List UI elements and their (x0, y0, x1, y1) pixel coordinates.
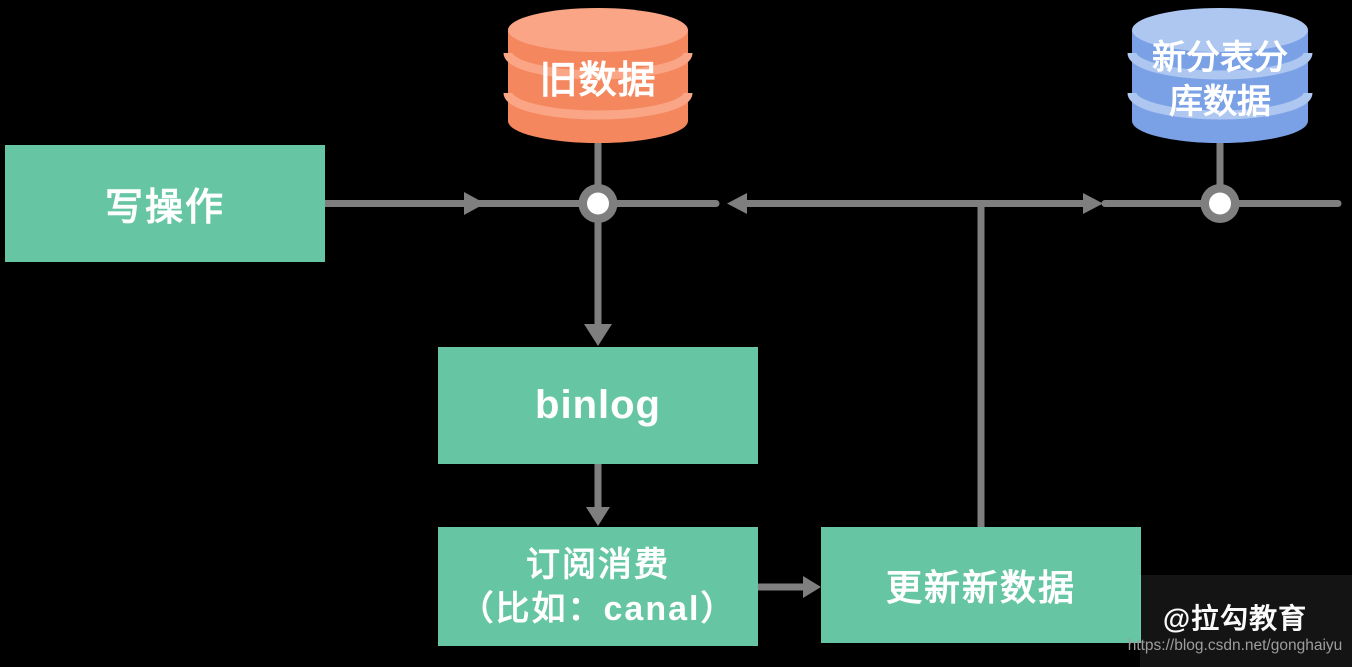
write-operation-label: 写操作 (104, 187, 225, 229)
watermark-url: https://blog.csdn.net/gonghaiyu (1127, 637, 1343, 654)
old-db-band-1 (503, 52, 693, 80)
write-arrowhead-icon (464, 192, 485, 215)
watermark-brand: @拉勾教育 (1162, 603, 1308, 634)
to-subscribe-arrowhead-icon (586, 507, 610, 526)
write-operation-box: 写操作 (5, 145, 325, 262)
new-db-label: 新分表分 库数据 (1132, 36, 1308, 124)
old-db-label: 旧数据 (508, 58, 688, 104)
binlog-box: binlog (438, 347, 758, 464)
watermark: @拉勾教育 https://blog.csdn.net/gonghaiyu (1123, 602, 1347, 656)
subscribe-consume-line2: （比如：canal） (459, 589, 737, 628)
update-new-data-box: 更新新数据 (821, 527, 1141, 643)
to-binlog-arrowhead-icon (584, 324, 612, 346)
to-update-arrowhead-icon (803, 576, 821, 598)
old-db-junction-node (578, 184, 618, 223)
new-db-junction-node (1200, 184, 1240, 223)
new-db-band-1 (1127, 52, 1313, 80)
old-junction-dot (587, 192, 609, 215)
watermark-backdrop (1140, 575, 1352, 667)
new-junction-dot (1209, 192, 1231, 215)
new-db-label-line1: 新分表分 (1152, 39, 1288, 77)
old-db-cylinder-icon (503, 8, 693, 143)
update-new-data-label: 更新新数据 (885, 567, 1076, 608)
subscribe-consume-box: 订阅消费 （比如：canal） (438, 527, 758, 646)
sync-left-arrowhead-icon (727, 193, 747, 214)
sync-right-arrowhead-icon (1083, 193, 1103, 214)
old-db-band-2 (503, 92, 693, 120)
new-db-top (1132, 8, 1308, 52)
subscribe-consume-line1: 订阅消费 (526, 545, 670, 584)
old-db-top (508, 8, 688, 52)
new-db-label-line2: 库数据 (1169, 83, 1271, 121)
new-db-band-2 (1127, 92, 1313, 120)
old-db-label-text: 旧数据 (539, 60, 657, 102)
binlog-label: binlog (535, 383, 661, 427)
new-db-cylinder-icon (1127, 8, 1313, 143)
